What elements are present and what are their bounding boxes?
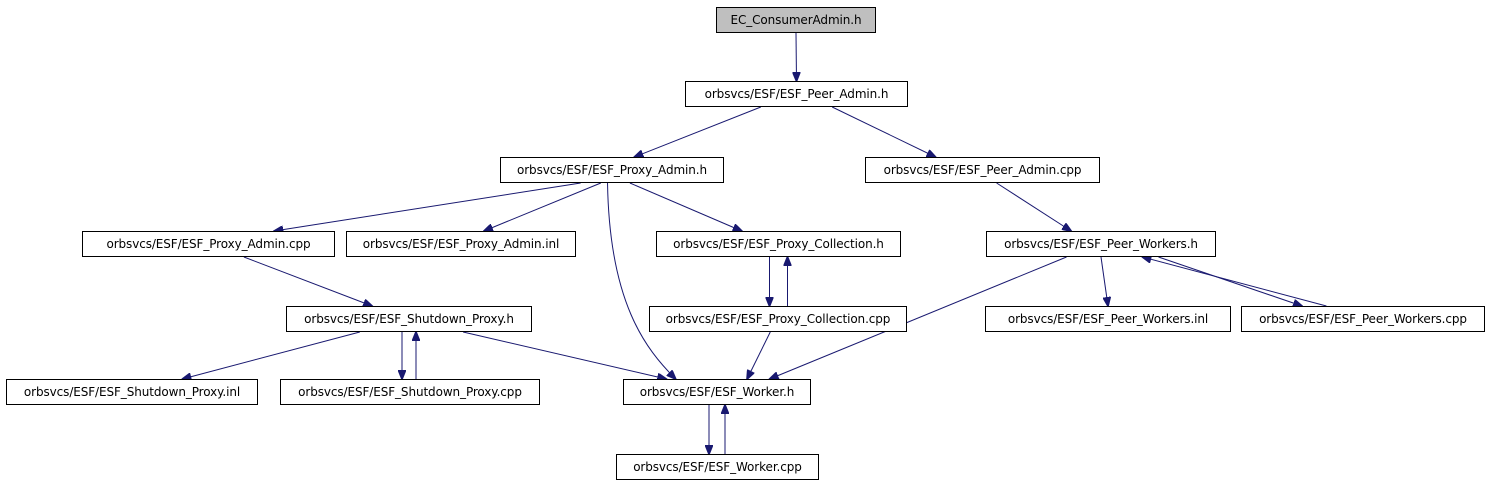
edge-proxy-admin-h-to-proxy-admin-cpp xyxy=(274,182,581,231)
node-esf-proxy-admin-cpp[interactable]: orbsvcs/ESF/ESF_Proxy_Admin.cpp xyxy=(82,231,335,257)
node-esf-worker-cpp[interactable]: orbsvcs/ESF/ESF_Worker.cpp xyxy=(616,454,819,480)
edge-proxy-admin-h-to-proxy-collection-h xyxy=(629,182,742,231)
edge-proxy-admin-cpp-to-shutdown-proxy-h xyxy=(243,256,372,306)
edge-peer-admin-h-to-peer-admin-cpp xyxy=(831,106,935,157)
edge-peer-workers-cpp-to-peer-workers-h xyxy=(1142,257,1327,307)
node-esf-worker-h[interactable]: orbsvcs/ESF/ESF_Worker.h xyxy=(623,379,811,405)
node-esf-proxy-admin-h[interactable]: orbsvcs/ESF/ESF_Proxy_Admin.h xyxy=(500,157,724,183)
edge-layer xyxy=(182,32,1327,454)
node-esf-peer-admin-cpp[interactable]: orbsvcs/ESF/ESF_Peer_Admin.cpp xyxy=(865,157,1100,183)
node-esf-shutdown-proxy-h[interactable]: orbsvcs/ESF/ESF_Shutdown_Proxy.h xyxy=(286,306,532,332)
edge-proxy-admin-h-to-worker-h xyxy=(607,182,676,379)
node-esf-proxy-collection-cpp[interactable]: orbsvcs/ESF/ESF_Proxy_Collection.cpp xyxy=(649,306,907,332)
edge-root-to-peer-admin-h xyxy=(796,32,797,81)
edge-peer-admin-h-to-proxy-admin-h xyxy=(634,106,762,157)
node-esf-shutdown-proxy-inl[interactable]: orbsvcs/ESF/ESF_Shutdown_Proxy.inl xyxy=(6,379,258,405)
edge-peer-admin-cpp-to-peer-workers-h xyxy=(996,182,1072,231)
edge-proxy-collection-cpp-to-worker-h xyxy=(747,331,771,379)
node-esf-proxy-collection-h[interactable]: orbsvcs/ESF/ESF_Proxy_Collection.h xyxy=(656,231,901,257)
node-esf-shutdown-proxy-cpp[interactable]: orbsvcs/ESF/ESF_Shutdown_Proxy.cpp xyxy=(280,379,540,405)
node-esf-peer-workers-h[interactable]: orbsvcs/ESF/ESF_Peer_Workers.h xyxy=(986,231,1216,257)
node-esf-peer-workers-cpp[interactable]: orbsvcs/ESF/ESF_Peer_Workers.cpp xyxy=(1241,306,1485,332)
node-esf-peer-workers-inl[interactable]: orbsvcs/ESF/ESF_Peer_Workers.inl xyxy=(985,306,1231,332)
edge-peer-workers-h-to-peer-workers-cpp xyxy=(1158,256,1303,306)
edge-peer-workers-h-to-peer-workers-inl xyxy=(1100,256,1108,306)
edge-shutdown-proxy-h-to-worker-h xyxy=(463,331,666,379)
edge-shutdown-proxy-h-to-shutdown-proxy-inl xyxy=(182,331,360,379)
node-esf-peer-admin-h[interactable]: orbsvcs/ESF/ESF_Peer_Admin.h xyxy=(685,81,908,107)
edge-peer-workers-h-to-worker-h xyxy=(770,256,1067,379)
edge-proxy-admin-h-to-proxy-admin-inl xyxy=(484,182,601,231)
node-esf-proxy-admin-inl[interactable]: orbsvcs/ESF/ESF_Proxy_Admin.inl xyxy=(346,231,576,257)
node-ec-consumeradmin-h[interactable]: EC_ConsumerAdmin.h xyxy=(716,7,876,33)
